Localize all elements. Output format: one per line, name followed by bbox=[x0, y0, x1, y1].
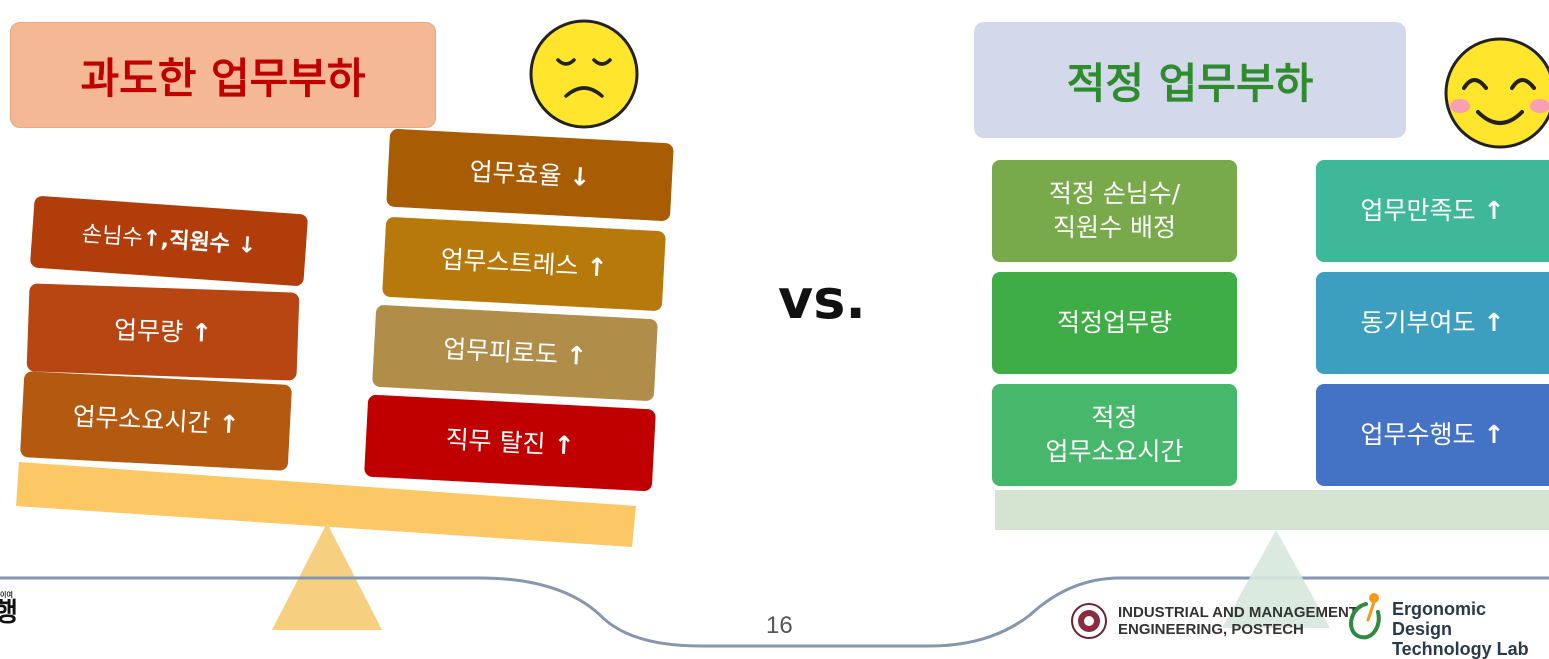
corner-logo-big: 행 bbox=[0, 598, 18, 628]
postech-ime-logo-text: INDUSTRIAL AND MANAGEMENT ENGINEERING, P… bbox=[1118, 604, 1358, 639]
logo-line-1: Ergonomic Design bbox=[1392, 599, 1487, 639]
up-arrow-icon: ↑ bbox=[585, 252, 609, 283]
cause-line-2: 직원수 배정 bbox=[1053, 213, 1176, 242]
up-arrow-icon: ↑ bbox=[217, 409, 241, 440]
cause-line-1: 적정 손님수/ bbox=[1048, 179, 1181, 209]
up-arrow-icon: ↑ bbox=[190, 318, 213, 348]
effect-block-motivation: 동기부여도 ↑ bbox=[1316, 272, 1549, 374]
right-title: 적정 업무부하 bbox=[974, 22, 1406, 138]
down-arrow-icon: ↓ bbox=[236, 232, 258, 260]
cause-text: 업무량 bbox=[113, 315, 184, 347]
page-number: 16 bbox=[766, 612, 793, 639]
logo-line-2: Technology Lab bbox=[1392, 638, 1529, 659]
effect-text: 업무피로도 bbox=[442, 334, 559, 370]
effect-text: 업무스트레스 bbox=[439, 244, 580, 281]
vs-label: vs. bbox=[778, 268, 866, 331]
up-arrow-icon: ↑ bbox=[552, 430, 576, 461]
up-arrow-icon: ↑ bbox=[141, 226, 162, 253]
right-scale bbox=[995, 490, 1549, 628]
cause-text-bold: 직원수 bbox=[168, 228, 231, 258]
edt-swoosh-icon bbox=[1349, 593, 1381, 640]
cause-block-proper-work-time: 적정 업무소요시간 bbox=[992, 384, 1237, 486]
effect-block-burnout: 직무 탈진 ↑ bbox=[364, 394, 656, 492]
effect-block-efficiency: 업무효율 ↓ bbox=[386, 128, 674, 222]
logo-line-2: ENGINEERING, POSTECH bbox=[1118, 621, 1304, 639]
cause-block-proper-workload: 적정업무량 bbox=[992, 272, 1237, 374]
cause-line-1: 적정업무량 bbox=[1056, 308, 1172, 338]
cause-text: 업무소요시간 bbox=[71, 401, 212, 438]
up-arrow-icon: ↑ bbox=[1483, 420, 1505, 450]
effect-text: 업무수행도 bbox=[1360, 420, 1476, 450]
effect-text: 직무 탈진 bbox=[444, 424, 547, 459]
cause-line-1: 적정 bbox=[1091, 403, 1138, 433]
corner-logo-small: 이여 bbox=[0, 591, 13, 599]
effect-block-satisfaction: 업무만족도 ↑ bbox=[1316, 160, 1549, 262]
corner-logo: 이여 행 bbox=[0, 590, 30, 626]
postech-seal-icon bbox=[1071, 603, 1107, 639]
smile-face-icon bbox=[1444, 37, 1549, 149]
left-title: 과도한 업무부하 bbox=[10, 22, 436, 128]
sad-face-icon bbox=[529, 19, 639, 129]
up-arrow-icon: ↑ bbox=[1483, 308, 1505, 338]
cause-block-customers-staff: 손님수 ↑ , 직원수 ↓ bbox=[29, 195, 309, 287]
cause-text: 손님수 bbox=[81, 222, 144, 252]
cause-block-proper-staffing: 적정 손님수/ 직원수 배정 bbox=[992, 160, 1237, 262]
cause-line-2: 업무소요시간 bbox=[1045, 437, 1184, 466]
effect-block-stress: 업무스트레스 ↑ bbox=[382, 216, 666, 312]
effect-block-fatigue: 업무피로도 ↑ bbox=[372, 304, 658, 402]
down-arrow-icon: ↓ bbox=[568, 162, 592, 193]
effect-block-performance: 업무수행도 ↑ bbox=[1316, 384, 1549, 486]
effect-text: 동기부여도 bbox=[1360, 308, 1476, 338]
cause-block-workload: 업무량 ↑ bbox=[26, 283, 300, 381]
edt-lab-logo-text: Ergonomic Design Technology Lab bbox=[1392, 599, 1549, 659]
up-arrow-icon: ↑ bbox=[1483, 196, 1505, 226]
effect-text: 업무효율 bbox=[468, 156, 563, 191]
effect-text: 업무만족도 bbox=[1360, 196, 1476, 226]
up-arrow-icon: ↑ bbox=[565, 340, 588, 371]
cause-block-work-time: 업무소요시간 ↑ bbox=[19, 371, 293, 471]
logo-line-1: INDUSTRIAL AND MANAGEMENT bbox=[1118, 604, 1358, 621]
footer-curve bbox=[0, 576, 1549, 648]
